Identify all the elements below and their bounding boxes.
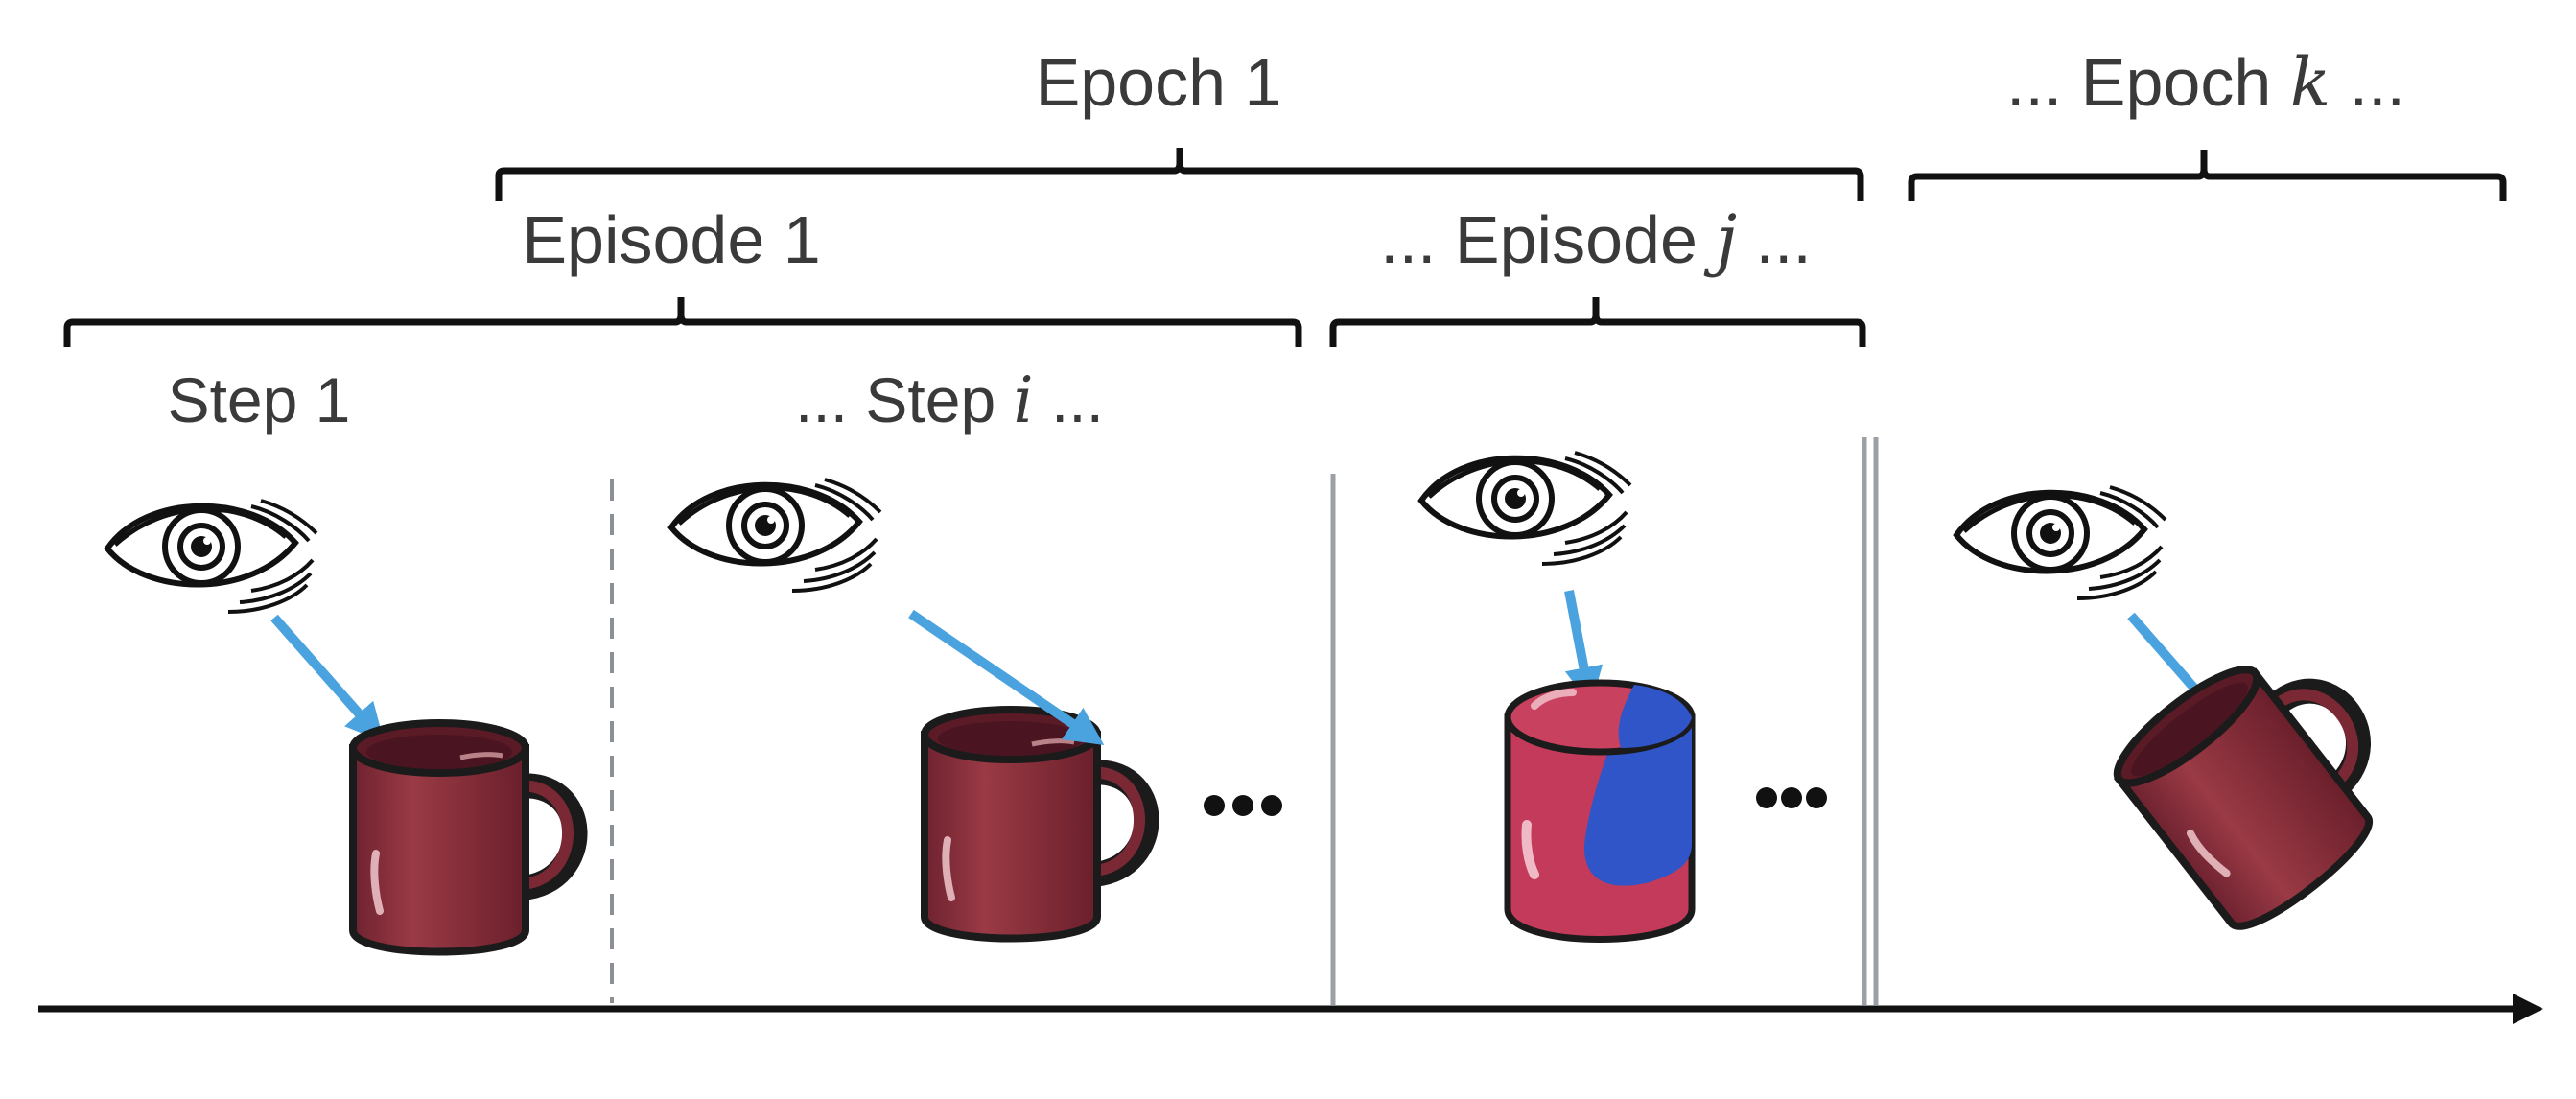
eye-icon: [671, 479, 880, 591]
ellipsis-icon: [1756, 787, 1827, 808]
episode-1-label: Episode 1: [522, 202, 820, 277]
step-i-label: ... Step i ...: [795, 363, 1104, 437]
epoch-1-label: Epoch 1: [1036, 45, 1282, 120]
eye-icon: [107, 501, 316, 612]
epoch-k-bracket: [1908, 150, 2507, 201]
mug-icon: [2113, 666, 2373, 930]
eye-icon: [1956, 487, 2166, 598]
epoch-k-label: ... Epoch k ...: [2006, 43, 2405, 122]
gaze-arrow: [1564, 590, 1604, 706]
episode-j-bracket: [1329, 297, 1866, 347]
timeline-arrow: [38, 994, 2543, 1024]
episode-j-label: ... Episode j ...: [1380, 200, 1812, 279]
mug-icon: [925, 710, 1147, 939]
gaze-arrow: [908, 609, 1105, 746]
cylinder-icon: [1504, 679, 1696, 943]
step-1-label: Step 1: [168, 364, 351, 435]
gaze-arrow: [270, 614, 385, 743]
epoch-separator-double: [1862, 437, 1879, 1005]
eye-icon: [1421, 453, 1630, 564]
ellipsis-icon: [1204, 795, 1282, 816]
mug-icon: [353, 723, 575, 952]
episode-1-bracket: [63, 297, 1302, 347]
epoch-1-bracket: [495, 148, 1864, 201]
